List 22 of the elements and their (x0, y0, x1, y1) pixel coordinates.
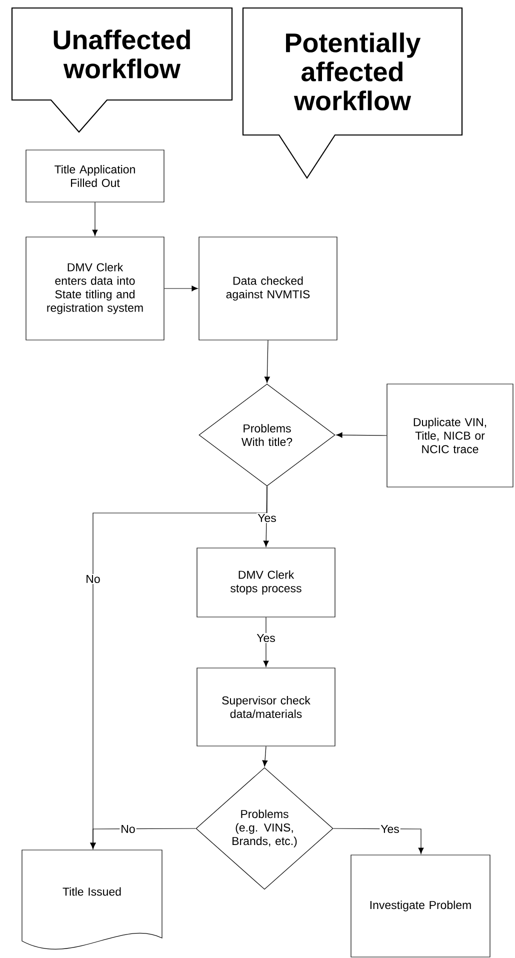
arrow (264, 340, 270, 383)
process-box: Data checked against NVMTIS (198, 236, 338, 340)
process-box: Supervisor check data/materials (196, 668, 336, 746)
process-box: DMV Clerk enters data into State titling and registration system (26, 236, 164, 340)
arrow (336, 432, 387, 438)
arrow (92, 202, 98, 236)
process-box: Investigate Problem (350, 854, 490, 958)
arrow (263, 617, 269, 667)
edge-label: No (84, 574, 102, 584)
process-box: Title Application Filled Out (26, 150, 164, 202)
process-box: Duplicate VIN, Title, NICB or NCIC trace (386, 384, 514, 488)
callout: Unaffected workflow (11, 7, 233, 133)
edge-label: Yes (380, 824, 400, 834)
process-box: DMV Clerk stops process (196, 548, 336, 618)
arrow (90, 828, 196, 850)
edge-label: Yes (256, 633, 276, 644)
arrow (333, 828, 424, 854)
arrow (164, 286, 198, 292)
edge-label: No (120, 824, 136, 834)
callout: Potentially affected workflow (242, 7, 463, 180)
arrow (262, 746, 268, 767)
edge-label: Yes (256, 513, 278, 524)
